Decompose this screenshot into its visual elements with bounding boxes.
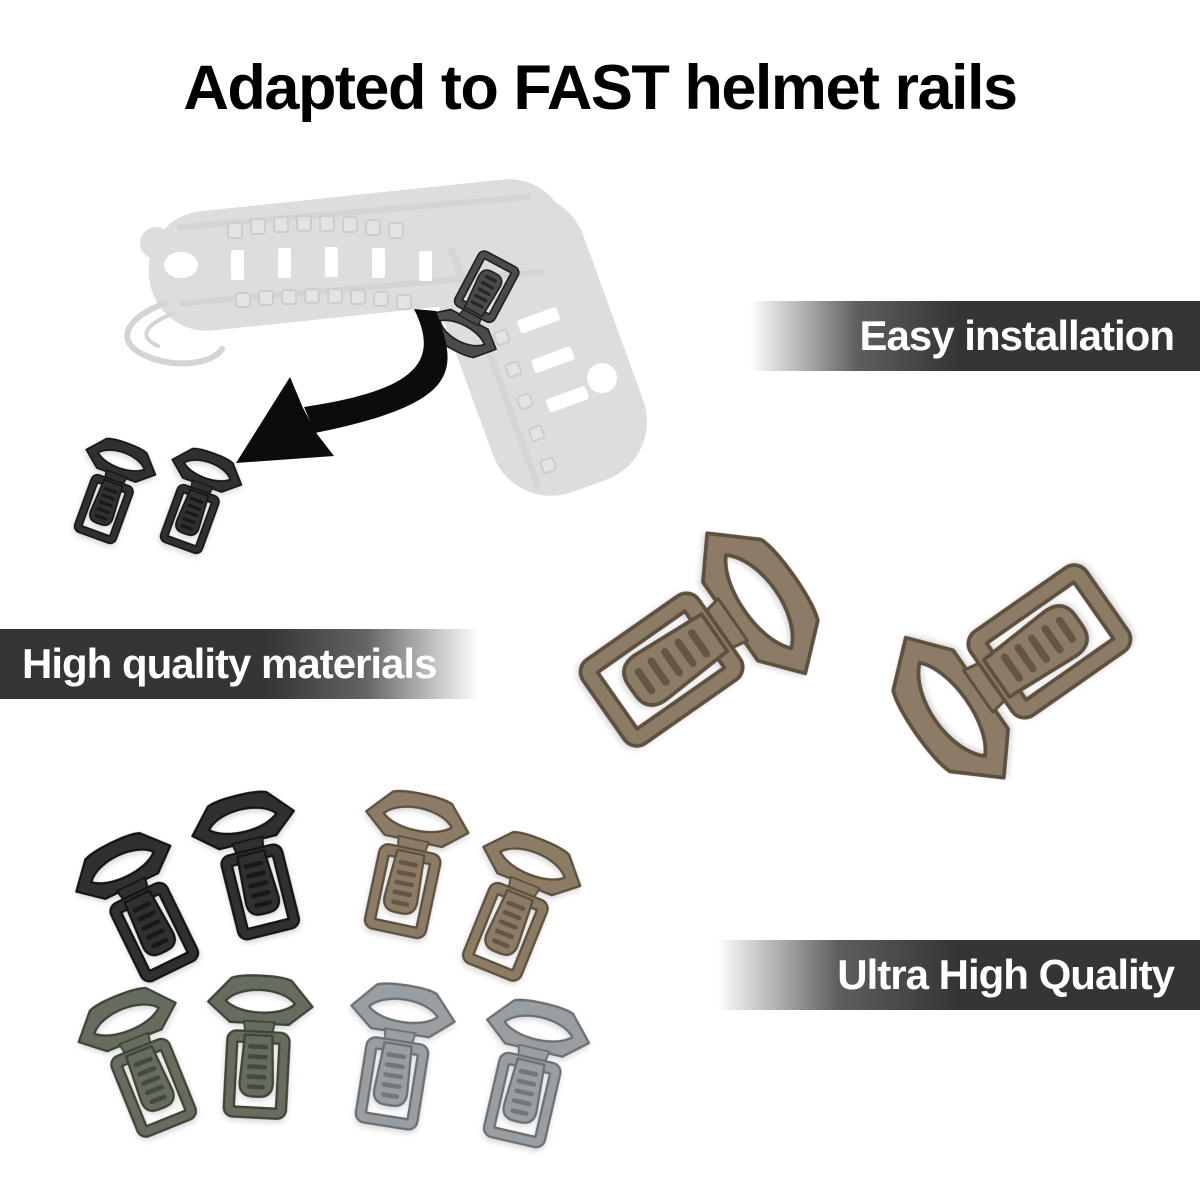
banner-high-quality-materials-label: High quality materials [22,640,437,687]
install-arrow [236,309,448,463]
clip-gray-1 [332,976,461,1136]
banner-ultra-high-quality-label: Ultra High Quality [837,951,1175,998]
headline: Adapted to FAST helmet rails [183,53,1018,123]
banner-high-quality-materials: High quality materials [0,629,494,699]
helmet-rail-ghost [124,179,648,496]
banner-easy-installation: Easy installation [750,301,1200,371]
clip-tan-large-1 [552,504,846,782]
clip-tan-large-2 [865,529,1159,807]
banner-ultra-high-quality: Ultra High Quality [712,940,1200,1010]
clip-gray-2 [460,990,597,1155]
clip-olive-1 [66,975,220,1149]
helmet-rail-illustration [124,179,648,496]
banner-easy-installation-label: Easy installation [859,312,1175,359]
clip-olive-2 [201,971,316,1122]
